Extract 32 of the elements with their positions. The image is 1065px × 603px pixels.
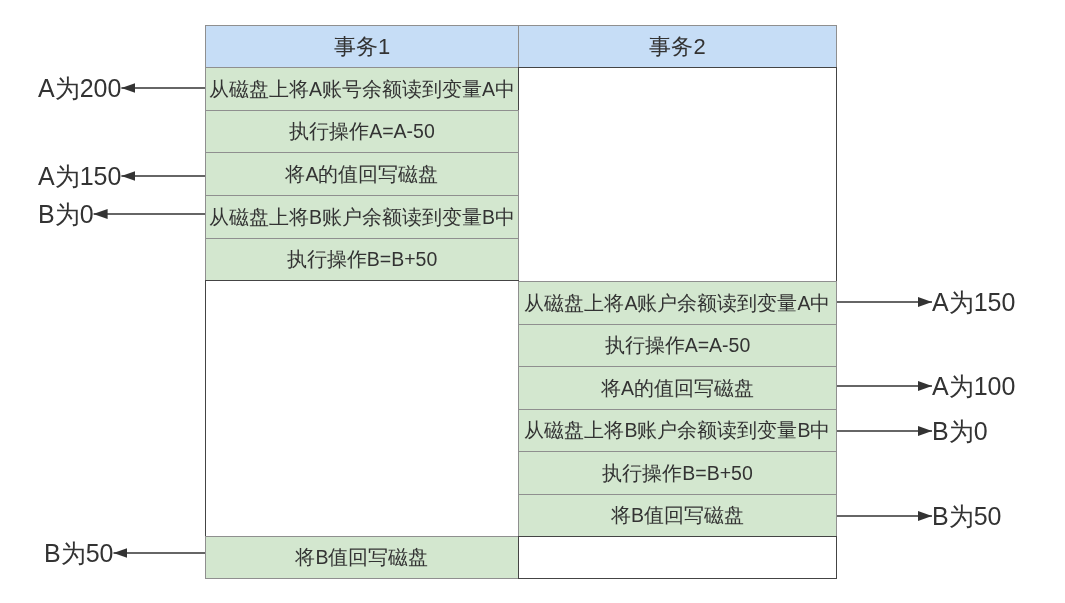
arrow: [112, 548, 206, 558]
value-label: B为0: [932, 416, 988, 446]
value-label: B为0: [38, 199, 94, 229]
value-label: B为50: [44, 538, 114, 568]
operation-step: 执行操作B=B+50: [518, 451, 837, 495]
value-label: A为150: [932, 287, 1016, 317]
operation-step: 执行操作B=B+50: [205, 238, 519, 281]
operation-step: 将A的值回写磁盘: [518, 366, 837, 410]
operation-step: 将B值回写磁盘: [205, 536, 519, 579]
arrow: [92, 209, 206, 219]
arrow: [836, 426, 933, 436]
operation-step: 执行操作A=A-50: [205, 110, 519, 153]
value-label: A为100: [932, 371, 1016, 401]
arrow: [836, 297, 933, 307]
operation-step: 从磁盘上将A账号余额读到变量A中: [205, 67, 519, 111]
operation-step: 从磁盘上将B账户余额读到变量B中: [205, 195, 519, 239]
operation-step: 从磁盘上将B账户余额读到变量B中: [518, 409, 837, 452]
arrow: [836, 511, 933, 521]
column-header: 事务1: [205, 25, 519, 68]
arrow: [120, 83, 206, 93]
empty-slot: [518, 67, 837, 282]
operation-step: 执行操作A=A-50: [518, 324, 837, 367]
empty-slot: [205, 280, 519, 537]
value-label: A为150: [38, 161, 122, 191]
value-label: A为200: [38, 73, 122, 103]
operation-step: 将B值回写磁盘: [518, 494, 837, 537]
column-header: 事务2: [518, 25, 837, 68]
arrow: [836, 381, 933, 391]
operation-step: 将A的值回写磁盘: [205, 152, 519, 196]
operation-step: 从磁盘上将A账户余额读到变量A中: [518, 281, 837, 325]
value-label: B为50: [932, 501, 1002, 531]
arrow: [120, 171, 206, 181]
